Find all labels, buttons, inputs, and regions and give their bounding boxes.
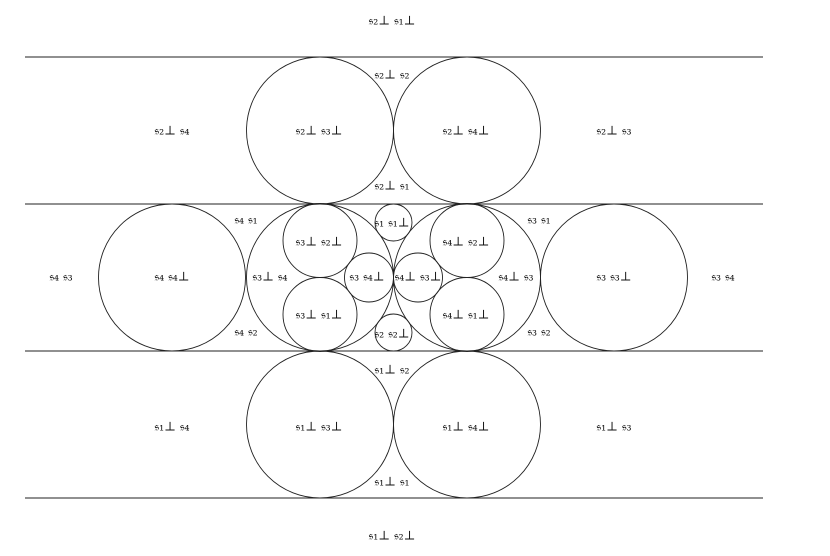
circle-bottom-right: [393, 350, 541, 499]
label-s3p-s1p: 𝔰₃⊥ 𝔰₁⊥: [296, 307, 343, 322]
circle-tiny-bottom: [374, 313, 413, 352]
label-s1p-s3p: 𝔰₁⊥ 𝔰₃⊥: [296, 419, 343, 434]
label-s4-s3: 𝔰₄ 𝔰₃: [49, 269, 72, 284]
label-s1p-s3: 𝔰₁⊥ 𝔰₃: [596, 419, 631, 434]
label-s4p-s3p: 𝔰₄⊥ 𝔰₃⊥: [395, 269, 442, 284]
label-s2p-s4: 𝔰₂⊥ 𝔰₄: [154, 123, 189, 138]
label-s3p-s2p: 𝔰₃⊥ 𝔰₂⊥: [296, 234, 343, 249]
label-s1p-s2: 𝔰₁⊥ 𝔰₂: [374, 362, 409, 377]
label-s4-s1: 𝔰₄ 𝔰₁: [234, 212, 257, 227]
label-s3-s2: 𝔰₃ 𝔰₂: [527, 324, 550, 339]
label-s4-s4p: 𝔰₄ 𝔰₄⊥: [154, 269, 189, 284]
label-s4-s2: 𝔰₄ 𝔰₂: [234, 324, 257, 339]
label-bottom: 𝔰₁⊥ 𝔰₂⊥: [369, 528, 416, 543]
label-s3p-s4: 𝔰₃⊥ 𝔰₄: [252, 269, 287, 284]
label-s3-s4: 𝔰₃ 𝔰₄: [711, 269, 734, 284]
label-layer: 𝔰₂⊥ 𝔰₁⊥ 𝔰₂⊥ 𝔰₂ 𝔰₂⊥ 𝔰₄ 𝔰₂⊥ 𝔰₃⊥ 𝔰₂⊥ 𝔰₄⊥ 𝔰₂⊥ 𝔰₃ 𝔰…: [49, 13, 734, 543]
label-s2p-s2: 𝔰₂⊥ 𝔰₂: [374, 67, 409, 82]
label-s2-s2p: 𝔰₂ 𝔰₂⊥: [374, 326, 409, 341]
label-s1p-s4: 𝔰₁⊥ 𝔰₄: [154, 419, 189, 434]
circle-tiny-top: [374, 203, 413, 242]
circle-small-right: [393, 252, 443, 303]
circle-inner-left-bottom: [282, 277, 358, 352]
label-s2p-s3: 𝔰₂⊥ 𝔰₃: [596, 123, 631, 138]
label-s4p-s3: 𝔰₄⊥ 𝔰₃: [498, 269, 533, 284]
label-s2p-s1: 𝔰₂⊥ 𝔰₁: [374, 178, 409, 193]
label-s3-s3p: 𝔰₃ 𝔰₃⊥: [596, 269, 631, 284]
label-s2p-s3p: 𝔰₂⊥ 𝔰₃⊥: [296, 123, 343, 138]
label-s3-s4p: 𝔰₃ 𝔰₄⊥: [349, 269, 384, 284]
label-s4p-s2p: 𝔰₄⊥ 𝔰₂⊥: [443, 234, 490, 249]
circle-middle-far-left: [98, 203, 246, 352]
label-s1p-s1: 𝔰₁⊥ 𝔰₁: [374, 474, 409, 489]
label-s1p-s4p: 𝔰₁⊥ 𝔰₄⊥: [443, 419, 490, 434]
circle-middle-far-right: [540, 203, 688, 352]
label-top: 𝔰₂⊥ 𝔰₁⊥: [369, 13, 416, 28]
label-s1-s1p: 𝔰₁ 𝔰₁⊥: [374, 215, 409, 230]
label-s4p-s1p: 𝔰₄⊥ 𝔰₁⊥: [443, 307, 490, 322]
circle-inner-right-bottom: [429, 277, 505, 352]
label-s3-s1: 𝔰₃ 𝔰₁: [527, 212, 550, 227]
label-s2p-s4p: 𝔰₂⊥ 𝔰₄⊥: [443, 123, 490, 138]
